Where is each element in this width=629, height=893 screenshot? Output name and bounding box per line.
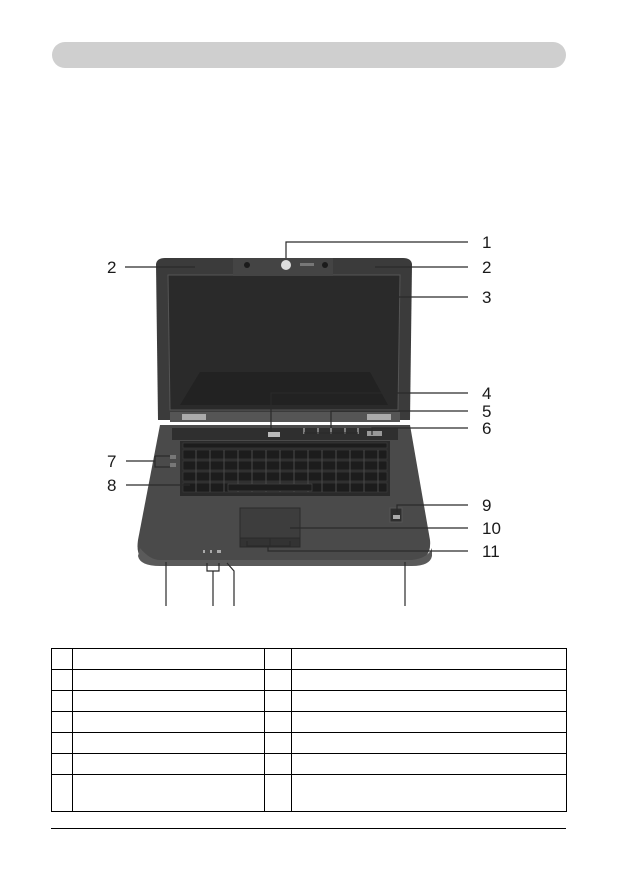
section-header-bar [52, 42, 566, 68]
callout-11: 11 [482, 542, 500, 561]
cell-description [291, 648, 567, 670]
callout-6: 6 [482, 419, 492, 438]
laptop-base [137, 425, 432, 566]
cell-description [72, 711, 265, 733]
cell-description [291, 753, 567, 775]
touchpad [239, 507, 301, 539]
table-row [51, 711, 567, 733]
callout-2-left: 2 [107, 258, 117, 277]
cell-description [291, 711, 567, 733]
cell-description [291, 732, 567, 754]
cell-number [264, 711, 292, 733]
cell-number [51, 753, 73, 775]
cell-number [264, 648, 292, 670]
table-row [51, 648, 567, 670]
footer-divider [51, 828, 566, 829]
cell-number [51, 648, 73, 670]
leader-lines [125, 241, 468, 606]
cell-description [72, 753, 265, 775]
cell-number [264, 753, 292, 775]
laptop-figure [125, 241, 468, 606]
cell-number [51, 669, 73, 691]
table-row [51, 690, 567, 712]
cell-number [51, 711, 73, 733]
cell-number [264, 774, 292, 812]
callout-8: 8 [107, 476, 117, 495]
cell-number [264, 732, 292, 754]
cell-description [72, 774, 265, 812]
callout-2-right: 2 [482, 258, 492, 277]
callout-9: 9 [482, 496, 492, 515]
table-row [51, 753, 567, 775]
cell-description [291, 669, 567, 691]
laptop-lid [156, 258, 412, 420]
cell-number [51, 774, 73, 812]
parts-table [51, 648, 567, 812]
callout-5: 5 [482, 402, 492, 421]
callout-7: 7 [107, 452, 117, 471]
table-row [51, 669, 567, 691]
cell-description [72, 648, 265, 670]
cell-description [72, 732, 265, 754]
callout-4: 4 [482, 384, 492, 403]
callout-3: 3 [482, 288, 492, 307]
webcam-icon [281, 260, 291, 270]
cell-description [72, 669, 265, 691]
cell-number [264, 690, 292, 712]
cell-number [51, 732, 73, 754]
cell-description [72, 690, 265, 712]
callout-10: 10 [482, 519, 501, 538]
cell-description [291, 690, 567, 712]
table-row [51, 774, 567, 812]
cell-number [264, 669, 292, 691]
callout-1: 1 [482, 233, 492, 252]
table-row [51, 732, 567, 754]
cell-number [51, 690, 73, 712]
cell-description [291, 774, 567, 812]
